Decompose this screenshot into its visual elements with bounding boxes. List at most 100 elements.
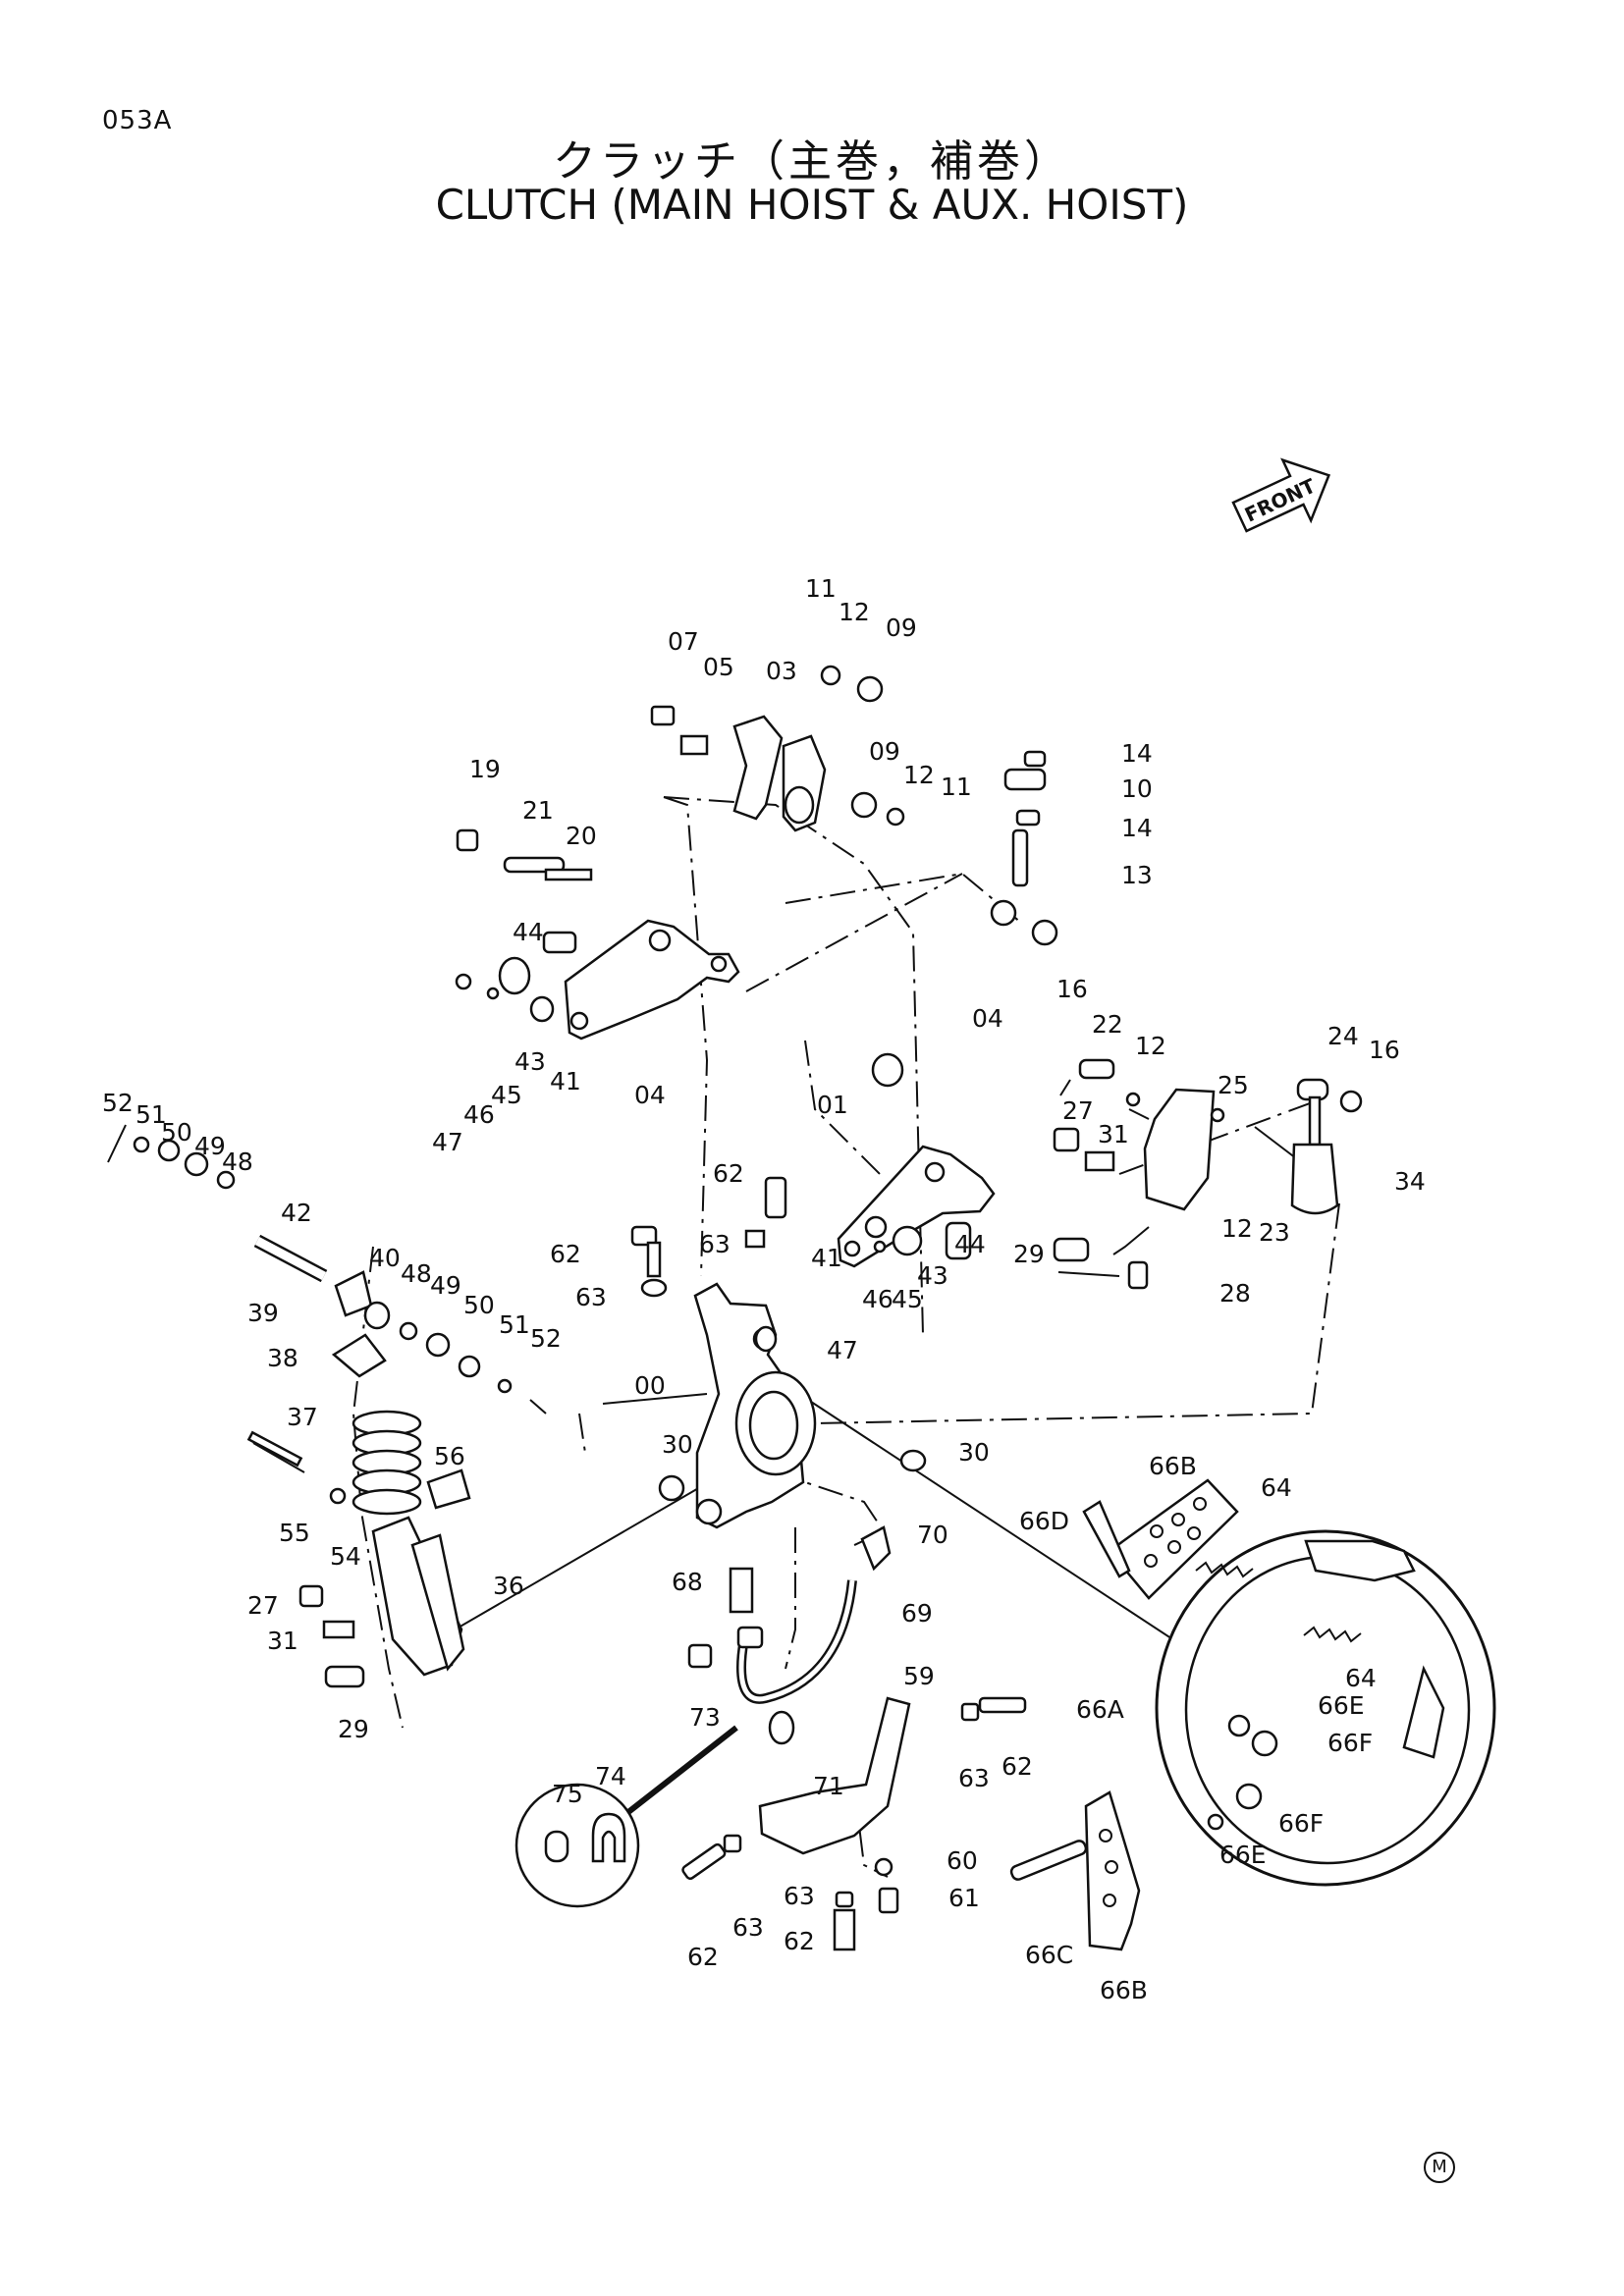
callout-66b: 66B [1149, 1452, 1197, 1480]
callout-36: 36 [493, 1572, 524, 1600]
callout-31: 31 [1098, 1120, 1129, 1148]
callout-42: 42 [281, 1199, 312, 1227]
callout-11: 11 [805, 574, 837, 603]
callout-01: 01 [817, 1091, 848, 1119]
callout-00: 00 [634, 1371, 666, 1400]
callout-41: 41 [811, 1244, 842, 1272]
callout-40: 40 [369, 1244, 401, 1272]
brake-lining-top [1108, 1478, 1239, 1600]
callout-66d: 66D [1019, 1507, 1069, 1535]
callout-69: 69 [901, 1599, 933, 1628]
callout-50: 50 [161, 1118, 192, 1147]
callout-14: 14 [1121, 814, 1153, 842]
lever-bracket-upper [564, 919, 740, 1041]
callout-51: 51 [135, 1100, 167, 1129]
callout-11: 11 [941, 773, 972, 801]
callout-09: 09 [886, 614, 917, 642]
callout-27: 27 [247, 1591, 279, 1620]
callout-47: 47 [432, 1128, 463, 1156]
callout-34: 34 [1394, 1167, 1426, 1196]
bracket-59 [758, 1696, 911, 1855]
callout-63: 63 [699, 1230, 731, 1258]
callout-66e: 66E [1219, 1841, 1267, 1869]
callout-12: 12 [1135, 1032, 1166, 1060]
callout-56: 56 [434, 1442, 465, 1470]
footer-m-mark: M [1424, 2152, 1455, 2183]
callout-30: 30 [662, 1430, 693, 1459]
callout-51: 51 [499, 1310, 530, 1339]
callout-66a: 66A [1076, 1695, 1124, 1724]
callout-25: 25 [1218, 1071, 1249, 1099]
callout-64: 64 [1345, 1664, 1377, 1692]
callout-74: 74 [595, 1762, 626, 1790]
callout-12: 12 [903, 761, 935, 789]
callout-52: 52 [530, 1324, 562, 1353]
callout-54: 54 [330, 1542, 361, 1571]
callout-05: 05 [703, 653, 734, 681]
callout-68: 68 [672, 1568, 703, 1596]
callout-63: 63 [575, 1283, 607, 1311]
callout-66f: 66F [1327, 1729, 1373, 1757]
callout-31: 31 [267, 1627, 298, 1655]
callout-20: 20 [566, 822, 597, 850]
callout-10: 10 [1121, 774, 1153, 803]
callout-23: 23 [1259, 1218, 1290, 1247]
lever-36 [371, 1516, 465, 1677]
plate-38 [331, 1333, 387, 1378]
callout-12: 12 [1221, 1214, 1253, 1243]
callout-43: 43 [917, 1261, 948, 1290]
front-arrow-icon: FRONT [1231, 457, 1331, 533]
callout-66c: 66C [1025, 1941, 1073, 1969]
fastener-set [107, 665, 1363, 1951]
callout-09: 09 [869, 737, 900, 766]
callout-71: 71 [813, 1772, 844, 1800]
callout-30: 30 [958, 1438, 990, 1467]
callout-75: 75 [552, 1780, 583, 1808]
brake-lining-bottom [1084, 1790, 1141, 1951]
callout-63: 63 [732, 1913, 764, 1942]
callout-64: 64 [1261, 1473, 1292, 1502]
callout-46: 46 [862, 1285, 893, 1313]
callout-46: 46 [463, 1100, 495, 1129]
upper-lever [732, 715, 827, 832]
callout-16: 16 [1056, 975, 1088, 1003]
callout-12: 12 [839, 598, 870, 626]
callout-63: 63 [784, 1882, 815, 1910]
callout-07: 07 [668, 627, 699, 656]
callout-50: 50 [463, 1291, 495, 1319]
callout-22: 22 [1092, 1010, 1123, 1039]
callout-62: 62 [713, 1159, 744, 1188]
callout-52: 52 [102, 1089, 134, 1117]
callout-66e: 66E [1318, 1691, 1365, 1720]
callout-45: 45 [491, 1081, 522, 1109]
title-english: CLUTCH (MAIN HOIST & AUX. HOIST) [435, 181, 1189, 229]
callout-29: 29 [338, 1715, 369, 1743]
callout-43: 43 [514, 1047, 546, 1076]
spring-37 [352, 1410, 422, 1516]
callout-70: 70 [917, 1521, 948, 1549]
hose-69 [736, 1579, 857, 1704]
callout-62: 62 [550, 1240, 581, 1268]
callout-61: 61 [948, 1884, 980, 1912]
callout-47: 47 [827, 1336, 858, 1364]
callout-44: 44 [513, 918, 544, 946]
callout-73: 73 [689, 1703, 721, 1732]
clutch-main-plate [693, 1282, 817, 1529]
callout-28: 28 [1219, 1279, 1251, 1308]
callout-38: 38 [267, 1344, 298, 1372]
callout-16: 16 [1369, 1036, 1400, 1064]
callout-66b: 66B [1100, 1976, 1148, 2004]
callout-39: 39 [247, 1299, 279, 1327]
callout-49: 49 [430, 1271, 461, 1300]
callout-48: 48 [222, 1148, 253, 1176]
callout-55: 55 [279, 1519, 310, 1547]
callout-03: 03 [766, 657, 797, 685]
callout-24: 24 [1327, 1022, 1359, 1050]
callout-41: 41 [550, 1067, 581, 1095]
callout-62: 62 [1001, 1752, 1033, 1781]
callout-62: 62 [784, 1927, 815, 1955]
callout-49: 49 [194, 1132, 226, 1160]
detail-inset-circle [514, 1725, 738, 1908]
callout-48: 48 [401, 1259, 432, 1288]
